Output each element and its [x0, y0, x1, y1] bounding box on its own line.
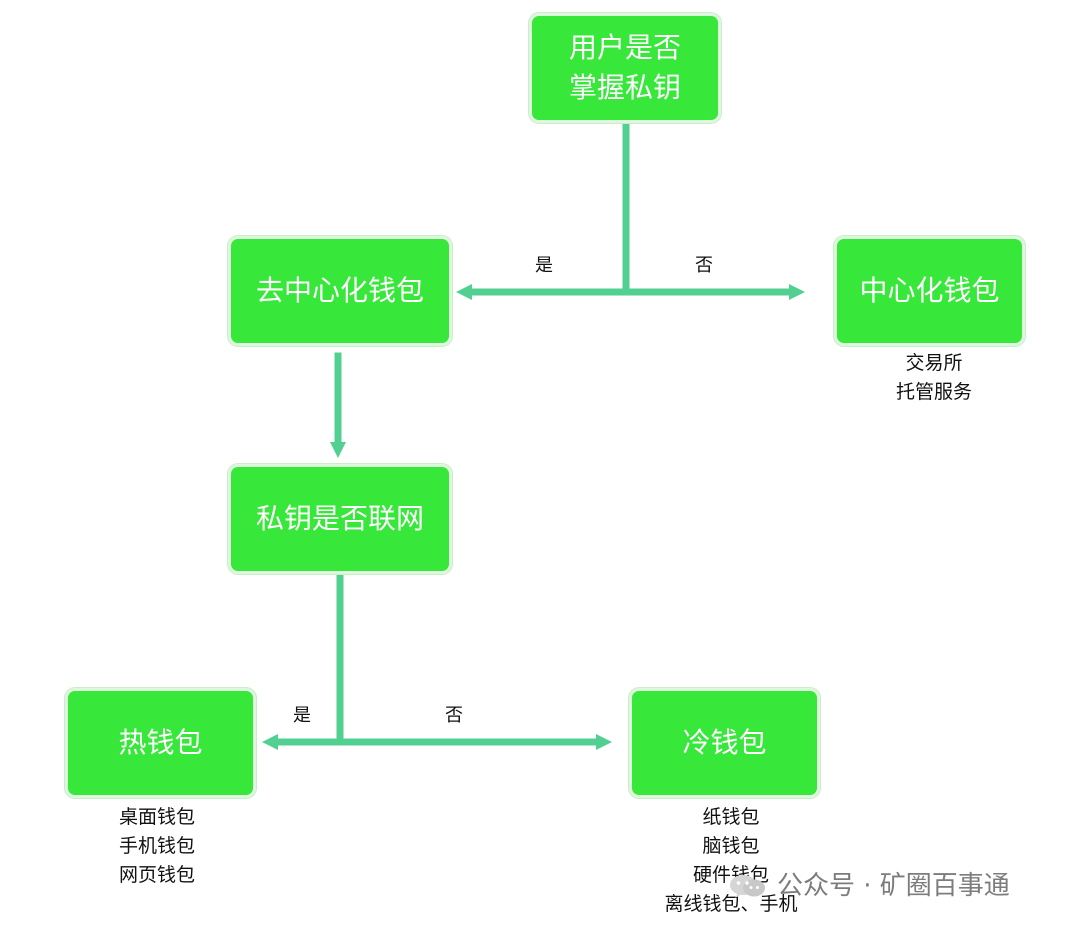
top-no-label: 否 [695, 255, 713, 276]
arrow-to-key-online [330, 442, 346, 458]
centralized-note-custody: 托管服务 [895, 381, 972, 403]
key-online-decision-node: 私钥是否联网 [228, 464, 452, 574]
root-decision-line-1: 用户是否 [568, 31, 681, 64]
bottom-yes-label: 是 [293, 705, 311, 726]
centralized-note-exchange: 交易所 [905, 352, 963, 374]
wechat-logo-icon [730, 875, 765, 898]
watermark-text: 公众号 · 矿圈百事通 [777, 871, 1010, 901]
centralized-wallet-node: 中心化钱包 [834, 236, 1025, 346]
arrow-to-hot-wallet [262, 734, 278, 750]
arrow-to-cold-wallet [596, 734, 612, 750]
watermark: 公众号 · 矿圈百事通 [727, 866, 1010, 906]
hot-note-desktop: 桌面钱包 [118, 806, 195, 828]
cold-wallet-node: 冷钱包 [629, 688, 820, 798]
arrow-to-centralized-wallet [789, 284, 805, 300]
decentralized-wallet-label: 去中心化钱包 [255, 274, 424, 307]
arrow-to-decentralized-wallet [456, 284, 472, 300]
root-decision-node: 用户是否 掌握私钥 [529, 13, 721, 123]
hot-note-mobile: 手机钱包 [118, 835, 195, 857]
decentralized-wallet-node: 去中心化钱包 [228, 236, 452, 346]
top-yes-label: 是 [535, 255, 553, 276]
root-decision-text: 用户是否 掌握私钥 [569, 28, 681, 108]
root-decision-line-2: 掌握私钥 [568, 71, 681, 104]
hot-wallet-notes: 桌面钱包 手机钱包 网页钱包 [97, 803, 217, 890]
hot-wallet-label: 热钱包 [118, 726, 203, 759]
bottom-no-label: 否 [445, 705, 463, 726]
hot-note-web: 网页钱包 [118, 864, 195, 886]
cold-note-offline: 离线钱包、手机 [664, 893, 798, 915]
hot-wallet-node: 热钱包 [65, 688, 256, 798]
centralized-wallet-label: 中心化钱包 [859, 274, 1000, 307]
cold-wallet-label: 冷钱包 [682, 726, 767, 759]
centralized-wallet-notes: 交易所 托管服务 [874, 349, 994, 407]
cold-note-brain: 脑钱包 [702, 835, 760, 857]
connector-edges [262, 118, 805, 750]
cold-note-paper: 纸钱包 [702, 806, 760, 828]
key-online-decision-label: 私钥是否联网 [255, 502, 424, 535]
